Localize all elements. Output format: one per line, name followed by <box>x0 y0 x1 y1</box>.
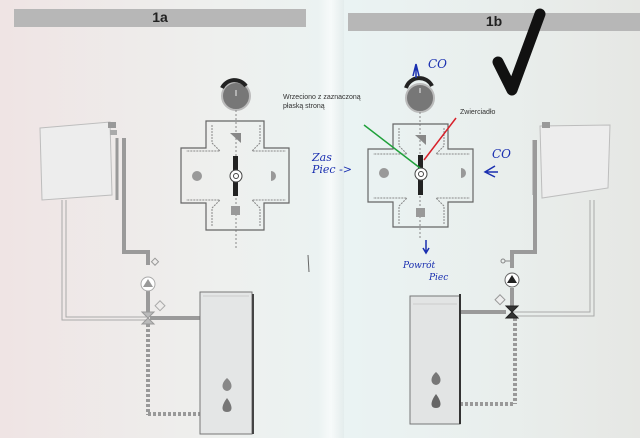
handwritten-bottom-line1: Powrót <box>403 261 436 271</box>
arrow-up-icon <box>412 63 420 78</box>
page-fold <box>318 0 344 438</box>
valve-body-1a <box>180 78 290 248</box>
panel-1a-banner: 1a <box>14 9 306 27</box>
panel-1b-title: 1b <box>485 13 503 29</box>
water-drop-icon <box>222 398 232 412</box>
handwritten-left-line1: Zas <box>312 151 332 164</box>
panel-1b-banner: 1b <box>348 13 640 31</box>
pump-icon <box>140 276 156 292</box>
handwritten-bottom-line2: Piec <box>429 273 449 283</box>
pipe-network-1b <box>460 140 595 406</box>
mirror-pointer-line <box>423 117 457 161</box>
handwritten-left-supply: Zas Piec -> <box>312 152 352 176</box>
spindle-label-line1: Wrzeciono z zaznaczoną <box>283 94 361 101</box>
pump-icon <box>504 272 520 288</box>
handwritten-top-co: CO <box>428 57 448 71</box>
arrow-down-icon <box>422 240 430 255</box>
flame-icon <box>222 378 232 391</box>
mixing-valve-icon <box>494 294 520 319</box>
mirror-label: Zwierciadło <box>460 109 496 116</box>
checkmark-icon <box>492 8 546 96</box>
handwritten-left-line2: Piec -> <box>312 163 353 176</box>
arrow-left-icon <box>483 165 498 178</box>
radiator-icon <box>39 121 119 201</box>
spindle-pointer-line <box>363 124 421 169</box>
boiler-icon <box>409 294 461 425</box>
radiator-icon <box>532 122 611 199</box>
valve-body-1b <box>367 76 474 240</box>
panel-1a-title: 1a <box>152 9 168 25</box>
mixing-valve-icon <box>140 300 166 325</box>
spindle-label: Wrzeciono z zaznaczoną płaską stroną <box>283 93 361 111</box>
handwritten-bottom-return: Powrót Piec <box>403 260 448 284</box>
flame-icon <box>431 372 441 385</box>
spindle-label-line2: płaską stroną <box>283 103 325 110</box>
water-drop-icon <box>431 394 441 408</box>
boiler-icon <box>199 291 254 435</box>
handwritten-right-co: CO <box>492 147 512 161</box>
